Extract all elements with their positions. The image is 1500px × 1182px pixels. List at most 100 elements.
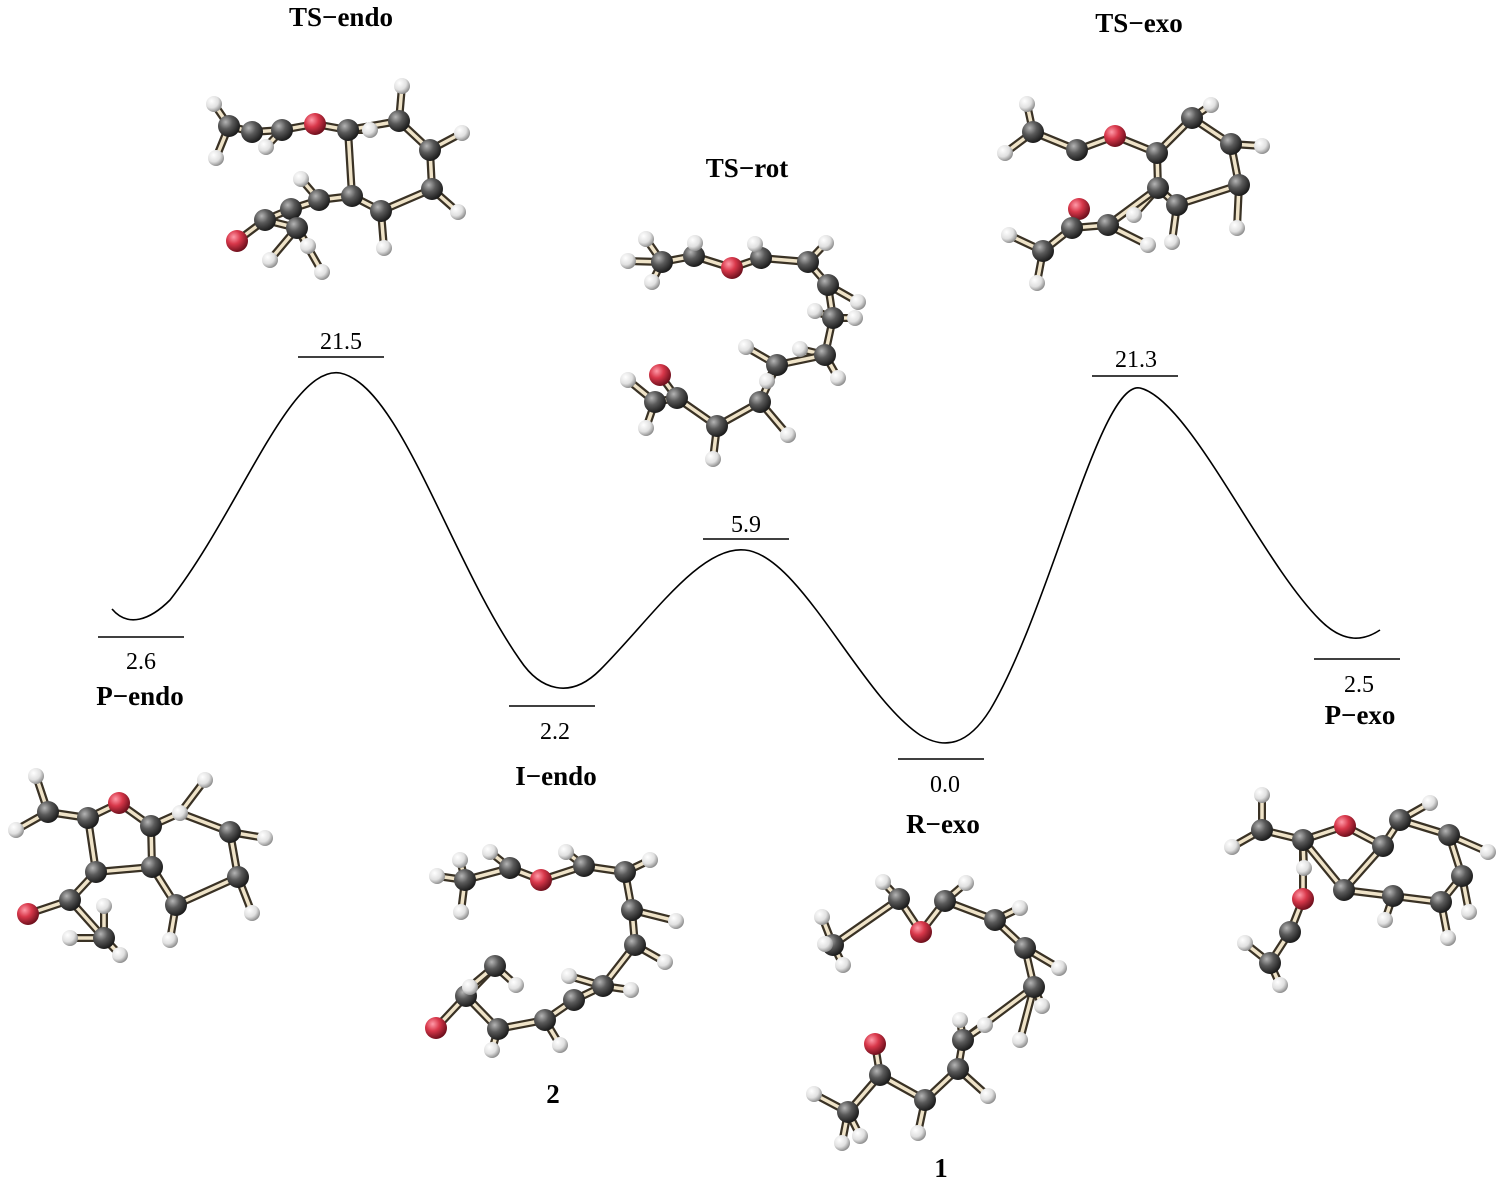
hydrogen-atom (818, 235, 834, 251)
hydrogen-atom (1377, 912, 1393, 928)
hydrogen-atom (262, 252, 278, 268)
carbon-atom (419, 139, 441, 161)
oxygen-atom (910, 921, 932, 943)
hydrogen-atom (834, 1135, 850, 1151)
hydrogen-atom (835, 957, 851, 973)
hydrogen-atom (792, 341, 808, 357)
hydrogen-atom (1012, 1032, 1028, 1048)
carbon-atom (888, 888, 910, 910)
hydrogen-atom (28, 768, 44, 784)
carbon-atom (93, 927, 115, 949)
hydrogen-atom (687, 235, 703, 251)
carbon-atom (817, 274, 839, 296)
hydrogen-atom (1296, 860, 1312, 876)
bond (831, 897, 901, 947)
oxygen-atom (1104, 125, 1126, 147)
carbon-atom (77, 807, 99, 829)
bond (346, 128, 354, 198)
hydrogen-atom (8, 822, 24, 838)
hydrogen-atom (1019, 96, 1035, 112)
carbon-atom (1382, 885, 1404, 907)
carbon-atom (37, 801, 59, 823)
hydrogen-atom (1140, 237, 1156, 253)
energy-value-p-endo: 2.6 (126, 649, 156, 675)
carbon-atom (85, 861, 107, 883)
r-exo-molecule-model (806, 874, 1067, 1151)
hydrogen-atom (638, 420, 654, 436)
carbon-atom (1259, 952, 1281, 974)
hydrogen-atom (657, 954, 673, 970)
hydrogen-atom (747, 236, 763, 252)
hydrogen-atom (244, 905, 260, 921)
hydrogen-atom (558, 844, 574, 860)
oxygen-atom (864, 1033, 886, 1055)
carbon-atom (952, 1029, 974, 1051)
carbon-atom (271, 119, 293, 141)
hydrogen-atom (314, 264, 330, 280)
hydrogen-atom (96, 898, 112, 914)
carbon-atom (1333, 879, 1355, 901)
carbon-atom (388, 110, 410, 132)
state-label-i-endo: I−endo (515, 761, 596, 791)
hydrogen-atom (705, 451, 721, 467)
carbon-atom (749, 391, 771, 413)
hydrogen-atom (1254, 787, 1270, 803)
carbon-atom (947, 1058, 969, 1080)
carbon-atom (1389, 809, 1411, 831)
compound-number-2: 2 (546, 1079, 560, 1109)
hydrogen-atom (807, 303, 823, 319)
hydrogen-atom (852, 1128, 868, 1144)
hydrogen-atom (977, 1017, 993, 1033)
carbon-atom (573, 855, 595, 877)
carbon-atom (370, 200, 392, 222)
energy-value-ts-endo: 21.5 (320, 329, 362, 355)
hydrogen-atom (1440, 930, 1456, 946)
carbon-atom (487, 1018, 509, 1040)
reaction-coordinate-curve (111, 372, 1381, 744)
carbon-atom (1014, 937, 1036, 959)
carbon-atom (1022, 121, 1044, 143)
carbon-atom (280, 198, 302, 220)
hydrogen-atom (293, 171, 309, 187)
hydrogen-atom (452, 852, 468, 868)
hydrogen-atom (1029, 275, 1045, 291)
carbon-atom (499, 857, 521, 879)
carbon-atom (1166, 194, 1188, 216)
hydrogen-atom (552, 1037, 568, 1053)
carbon-atom (286, 217, 308, 239)
carbon-atom (1438, 824, 1460, 846)
hydrogen-atom (952, 1012, 968, 1028)
hydrogen-atom (623, 982, 639, 998)
carbon-atom (1097, 214, 1119, 236)
hydrogen-atom (1224, 839, 1240, 855)
bond (174, 875, 240, 907)
hydrogen-atom (62, 930, 78, 946)
energy-value-p-exo: 2.5 (1344, 672, 1374, 698)
carbon-atom (1228, 174, 1250, 196)
hydrogen-atom (206, 96, 222, 112)
hydrogen-atom (1051, 960, 1067, 976)
hydrogen-atom (484, 1042, 500, 1058)
carbon-atom (308, 189, 330, 211)
hydrogen-atom (172, 805, 188, 821)
carbon-atom (1181, 107, 1203, 129)
hydrogen-atom (376, 240, 392, 256)
hydrogen-atom (910, 1125, 926, 1141)
oxygen-atom (530, 869, 552, 891)
hydrogen-atom (208, 150, 224, 166)
carbon-atom (218, 115, 240, 137)
hydrogen-atom (814, 909, 830, 925)
hydrogen-atom (958, 875, 974, 891)
hydrogen-atom (300, 238, 316, 254)
oxygen-atom (17, 903, 39, 925)
state-label-r-exo: R−exo (906, 809, 980, 839)
carbon-atom (241, 121, 263, 143)
ts-rot-molecule-model (620, 231, 866, 467)
hydrogen-atom (1164, 234, 1180, 250)
hydrogen-atom (1480, 844, 1496, 860)
energy-value-ts-exo: 21.3 (1115, 347, 1157, 373)
carbon-atom (59, 889, 81, 911)
carbon-atom (814, 344, 836, 366)
carbon-atom (1372, 835, 1394, 857)
oxygen-atom (226, 230, 248, 252)
